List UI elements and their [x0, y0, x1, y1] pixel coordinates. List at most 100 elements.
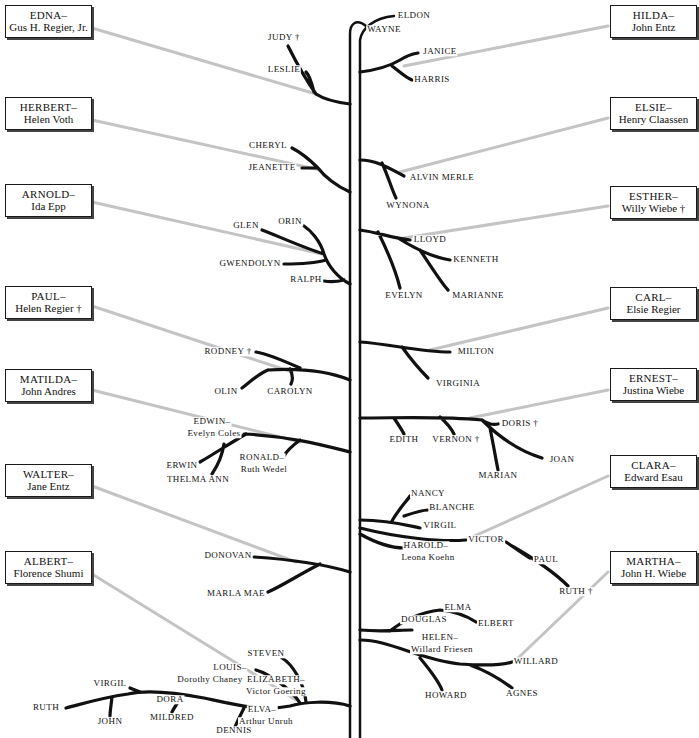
child-name: Ruth Wedel	[240, 465, 288, 474]
child-name: ALVIN MERLE	[409, 173, 475, 182]
child-name: RODNEY †	[203, 347, 252, 356]
child-name: DONOVAN	[203, 551, 252, 560]
child-name: RUTH †	[558, 587, 594, 596]
tree-branch	[360, 342, 450, 378]
child-name: Evelyn Coles	[186, 429, 241, 438]
spouse-name: Florence Shumi	[9, 567, 88, 579]
leader-line	[92, 202, 322, 254]
leader-line	[404, 26, 608, 66]
family-member-name: ELSIE–	[614, 101, 693, 113]
family-box: HERBERT–Helen Voth	[5, 97, 92, 130]
child-name: JUDY †	[267, 33, 301, 42]
child-name: JANICE	[422, 47, 457, 56]
child-name: DENNIS	[215, 727, 252, 736]
child-name: HELEN–	[421, 633, 459, 642]
spouse-name: Jane Entz	[9, 480, 88, 492]
child-name: LLOYD	[413, 235, 448, 244]
spouse-name: Elsie Regier	[614, 303, 693, 315]
child-name: VICTOR	[467, 535, 505, 544]
child-name: DORA	[155, 695, 184, 704]
child-name: ORIN	[277, 217, 303, 226]
tree-branch	[360, 160, 404, 198]
child-name: EDWIN–	[193, 417, 232, 426]
leader-line	[92, 486, 296, 562]
leader-line	[516, 572, 608, 660]
family-box: CARL–Elsie Regier	[610, 287, 697, 320]
leader-line	[92, 28, 316, 94]
family-member-name: HILDA–	[614, 9, 693, 21]
child-name: Dorothy Chaney	[176, 675, 243, 684]
child-name: ELVA–	[247, 705, 278, 714]
spouse-name: Justina Wiebe	[614, 384, 693, 396]
child-name: HOWARD	[424, 691, 468, 700]
child-name: CAROLYN	[266, 387, 313, 396]
family-member-name: CLARA–	[614, 459, 693, 471]
leader-line	[470, 390, 608, 418]
family-box: CLARA–Edward Esau	[610, 455, 697, 488]
family-box: EDNA–Gus H. Regier, Jr.	[5, 5, 92, 38]
child-name: JOHN	[97, 717, 124, 726]
tree-branch	[200, 434, 350, 474]
family-member-name: HERBERT–	[9, 101, 88, 113]
tree-branch	[360, 230, 450, 290]
child-name: EDITH	[389, 435, 420, 444]
spouse-name: Helen Voth	[9, 113, 88, 125]
child-name: DOUGLAS	[400, 615, 448, 624]
child-name: WILLARD	[513, 657, 559, 666]
child-name: HAROLD–	[403, 541, 450, 550]
child-name: Arthur Unruh	[238, 717, 294, 726]
child-name: STEVEN	[247, 649, 286, 658]
child-name: PAUL	[533, 555, 559, 564]
family-member-name: EDNA–	[9, 9, 88, 21]
leader-line	[400, 118, 608, 172]
leader-line	[470, 476, 608, 538]
spouse-name: John Andres	[9, 385, 88, 397]
tree-branch	[292, 148, 350, 192]
family-member-name: WALTER–	[9, 468, 88, 480]
child-name: DORIS †	[501, 419, 540, 428]
child-name: ERWIN	[166, 461, 199, 470]
child-name: LOUIS–	[212, 663, 247, 672]
child-name: MILTON	[457, 347, 495, 356]
child-name: THELMA ANN	[166, 475, 230, 484]
leader-line	[92, 390, 300, 442]
family-member-name: MARTHA–	[614, 555, 693, 567]
child-name: HARRIS	[413, 75, 450, 84]
family-box: ALBERT–Florence Shumi	[5, 551, 92, 584]
child-name: WYNONA	[385, 201, 430, 210]
leader-line	[92, 306, 292, 372]
child-name: BLANCHE	[428, 503, 475, 512]
leader-line	[430, 308, 608, 350]
spouse-name: John H. Wiebe	[614, 567, 693, 579]
family-box: ARNOLD–Ida Epp	[5, 184, 92, 217]
family-box: MATILDA–John Andres	[5, 369, 92, 402]
family-member-name: ERNEST–	[614, 372, 693, 384]
tree-branch	[262, 226, 350, 284]
family-box: ELSIE–Henry Claassen	[610, 97, 697, 130]
child-name: MARIAN	[478, 471, 519, 480]
family-member-name: ESTHER–	[614, 190, 693, 202]
child-name: LESLIE	[267, 65, 301, 74]
child-name: RUTH	[32, 703, 60, 712]
spouse-name: Gus H. Regier, Jr.	[9, 21, 88, 33]
family-member-name: ARNOLD–	[9, 188, 88, 200]
spouse-name: Ida Epp	[9, 200, 88, 212]
child-name: AGNES	[505, 689, 539, 698]
tree-branch	[242, 352, 350, 388]
tree-branch	[360, 53, 418, 80]
child-name: JEANETTE	[247, 163, 296, 172]
child-name: Victor Goering	[245, 687, 307, 696]
child-name: RALPH	[289, 275, 323, 284]
child-name: MARIANNE	[451, 291, 505, 300]
child-name: OLIN	[213, 387, 238, 396]
spouse-name: Willy Wiebe †	[614, 202, 693, 214]
family-box: WALTER–Jane Entz	[5, 464, 92, 497]
family-member-name: ALBERT–	[9, 555, 88, 567]
child-name: MILDRED	[149, 713, 195, 722]
family-box: ESTHER–Willy Wiebe †	[610, 186, 697, 219]
child-name: ELMA	[443, 603, 472, 612]
child-name: ELBERT	[477, 619, 515, 628]
family-box: PAUL–Helen Regier †	[5, 286, 92, 319]
